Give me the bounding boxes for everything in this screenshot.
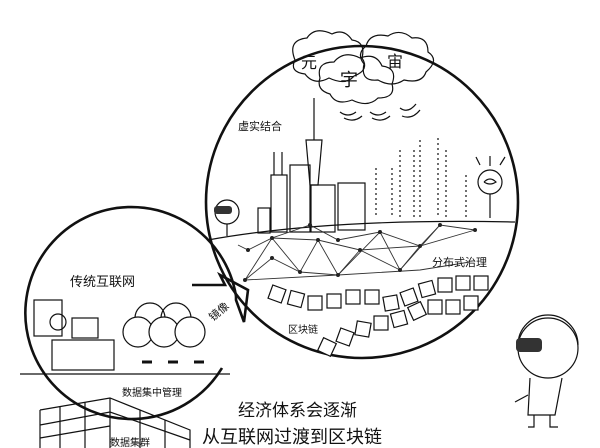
city-buildings <box>207 98 516 241</box>
desk-computer <box>33 299 115 371</box>
distributed-network <box>237 224 476 281</box>
vr-person <box>214 199 240 236</box>
virtual-real-label: 虚实结合 <box>238 119 282 133</box>
metaverse-circle <box>204 44 520 360</box>
cloud-char-2: 宇 <box>340 70 358 91</box>
internet-circle <box>24 205 238 421</box>
server-racks <box>39 397 191 448</box>
traditional-internet-label: 传统互联网 <box>70 275 135 290</box>
mirror-label: 镜像 <box>206 299 232 324</box>
cloud-char-1: 元 <box>301 53 317 72</box>
vr-observer <box>514 314 579 428</box>
mirror-arrow <box>192 271 250 323</box>
caption-line-2: 从互联网过渡到区块链 <box>202 427 382 448</box>
crowd-people <box>122 302 206 364</box>
thinking-person <box>475 156 506 218</box>
cloud-char-3: 宙 <box>387 52 403 71</box>
distributed-governance-label: 分布式治理 <box>432 255 487 269</box>
data-cluster-label: 数据集群 <box>110 436 150 448</box>
network-nodes <box>243 223 477 282</box>
blockchain-blocks <box>267 275 489 358</box>
cloud-group <box>292 30 435 105</box>
blockchain-label: 区块链 <box>288 323 318 336</box>
centralized-data-label: 数据集中管理 <box>122 386 182 399</box>
caption-line-1: 经济体系会逐渐 <box>238 401 357 421</box>
